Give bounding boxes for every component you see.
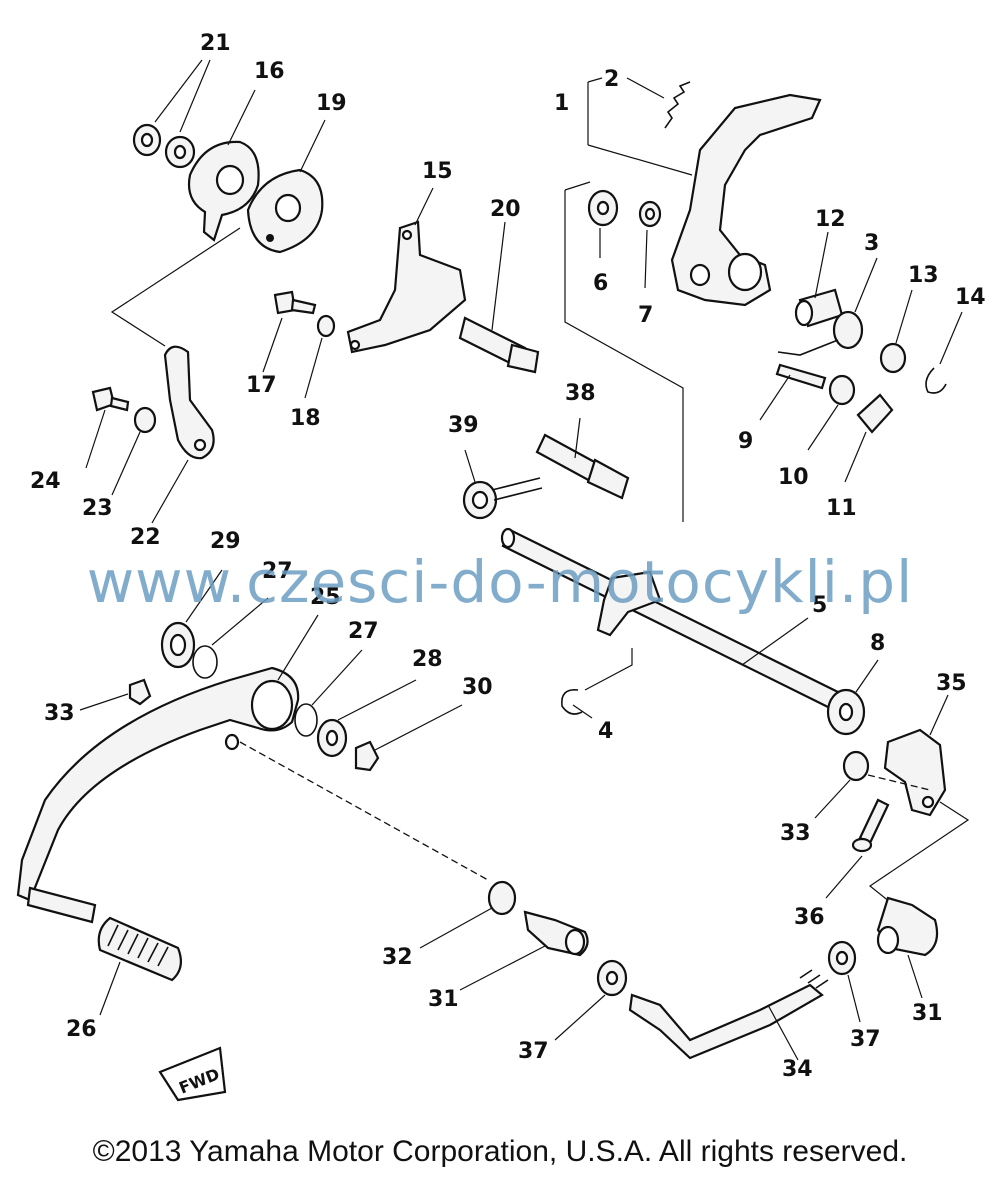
callout-37-left: 37 xyxy=(518,1039,549,1064)
callout-33-left: 33 xyxy=(44,701,75,726)
callout-8: 8 xyxy=(870,631,885,656)
callout-19: 19 xyxy=(316,91,347,116)
callout-18: 18 xyxy=(290,406,321,431)
callout-7: 7 xyxy=(638,303,653,328)
callout-4: 4 xyxy=(598,719,613,744)
part-7-washer xyxy=(638,200,662,228)
callout-33-right: 33 xyxy=(780,821,811,846)
part-19-plate xyxy=(246,168,324,254)
callout-6: 6 xyxy=(593,271,608,296)
part-16-plate xyxy=(187,140,260,242)
part-28-washer xyxy=(316,718,348,758)
part-1-shift-arm xyxy=(670,93,822,307)
part-25-shift-pedal xyxy=(16,666,300,902)
part-37-nut-left xyxy=(596,959,628,997)
callout-32: 32 xyxy=(382,945,413,970)
callout-12: 12 xyxy=(815,207,846,232)
callout-29: 29 xyxy=(210,529,241,554)
part-14-clip xyxy=(925,367,947,394)
callout-1: 1 xyxy=(554,91,569,116)
part-37-nut-right xyxy=(827,940,857,976)
part-6-washer xyxy=(587,189,619,227)
part-17-bolt xyxy=(273,290,317,315)
part-33-nut-right xyxy=(842,750,870,782)
callout-20: 20 xyxy=(490,197,521,222)
callout-9: 9 xyxy=(738,429,753,454)
callout-25: 25 xyxy=(310,585,341,610)
callout-38: 38 xyxy=(565,381,596,406)
part-11-washer xyxy=(856,393,894,434)
callout-15: 15 xyxy=(422,159,453,184)
callout-34: 34 xyxy=(782,1057,813,1082)
callout-11: 11 xyxy=(826,496,857,521)
callout-27b: 27 xyxy=(348,619,379,644)
part-27-oring-a xyxy=(192,645,218,679)
part-29-washer xyxy=(160,621,196,669)
part-23-washer xyxy=(133,406,157,434)
callout-5: 5 xyxy=(812,593,827,618)
watermark-text: www.czesci-do-motocykli.pl xyxy=(86,548,914,616)
callout-31-left: 31 xyxy=(428,987,459,1012)
callout-36: 36 xyxy=(794,905,825,930)
part-3-spring xyxy=(777,310,864,356)
callout-22: 22 xyxy=(130,525,161,550)
part-33-nut-left xyxy=(128,678,152,706)
part-38-bolt xyxy=(535,433,630,500)
part-36-bolt xyxy=(851,798,890,853)
part-21-nuts xyxy=(132,123,196,169)
part-9-stud xyxy=(775,363,827,390)
part-2-spring xyxy=(664,81,691,129)
callout-31-right: 31 xyxy=(912,1001,943,1026)
callout-39: 39 xyxy=(448,413,479,438)
part-39-spring xyxy=(462,477,543,520)
part-12-collar xyxy=(794,288,844,328)
part-35-lever xyxy=(883,728,947,817)
fwd-arrow xyxy=(158,1046,227,1102)
callout-30: 30 xyxy=(462,675,493,700)
callout-23: 23 xyxy=(82,496,113,521)
callout-2: 2 xyxy=(604,67,619,92)
callout-27a: 27 xyxy=(262,559,293,584)
part-22-lever xyxy=(163,345,215,460)
part-10-nut xyxy=(828,374,856,406)
callout-10: 10 xyxy=(778,465,809,490)
part-32-washer xyxy=(487,880,517,916)
part-27-oring-b xyxy=(294,703,318,737)
part-4-clip xyxy=(561,689,583,715)
callout-35: 35 xyxy=(936,671,967,696)
copyright-notice: ©2013 Yamaha Motor Corporation, U.S.A. A… xyxy=(92,1135,908,1168)
callout-17: 17 xyxy=(246,373,277,398)
part-8-seal xyxy=(826,688,866,736)
part-18-washer xyxy=(316,314,336,338)
callout-21: 21 xyxy=(200,31,231,56)
callout-3: 3 xyxy=(864,231,879,256)
callout-13: 13 xyxy=(908,263,939,288)
callout-37-right: 37 xyxy=(850,1027,881,1052)
callout-28: 28 xyxy=(412,647,443,672)
part-13-washer xyxy=(879,342,907,374)
part-34-shift-rod xyxy=(628,969,829,1060)
part-24-bolt xyxy=(91,386,130,412)
callout-labels: 21 16 19 15 20 2 1 12 3 13 14 6 7 17 18 … xyxy=(30,31,986,1098)
callout-14: 14 xyxy=(955,285,986,310)
callout-24: 24 xyxy=(30,469,61,494)
part-15-bracket xyxy=(346,220,467,354)
callout-16: 16 xyxy=(254,59,285,84)
part-30-nut xyxy=(354,740,380,772)
part-31-joint-left xyxy=(523,910,589,957)
callout-26: 26 xyxy=(66,1017,97,1042)
part-31-joint-right xyxy=(876,896,939,957)
part-26-footpeg xyxy=(26,886,183,982)
part-20-bolt xyxy=(458,316,540,374)
